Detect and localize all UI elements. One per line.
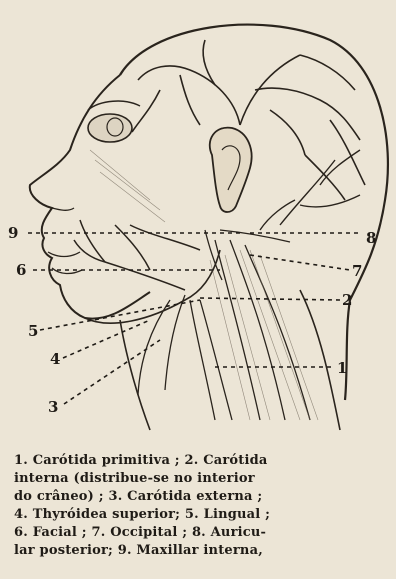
callout-9: 9: [8, 224, 18, 242]
head-outline: [120, 25, 388, 400]
callout-6: 6: [16, 261, 26, 279]
caption-line: interna (distribue-se no interior: [14, 470, 386, 488]
caption-line: lar posterior; 9. Maxillar interna,: [14, 542, 386, 560]
caption-line: 6. Facial ; 7. Occipital ; 8. Auricu-: [14, 524, 386, 542]
callout-3: 3: [48, 398, 58, 416]
jaw-line: [85, 250, 220, 323]
callout-2: 2: [342, 291, 352, 309]
figure-caption: 1. Carótida primitiva ; 2. Carótida inte…: [14, 452, 386, 576]
callout-4: 4: [50, 350, 60, 368]
facial-arteries: [74, 220, 200, 290]
eye: [88, 114, 132, 142]
callout-1: 1: [337, 359, 347, 377]
occipital-arteries: [260, 150, 360, 230]
scalp-arteries: [132, 40, 365, 200]
neck-vessels: [138, 230, 310, 420]
ear: [210, 128, 252, 212]
caption-line: 1. Carótida primitiva ; 2. Carótida: [14, 452, 386, 470]
caption-line: do crâneo) ; 3. Carótida externa ;: [14, 488, 386, 506]
callout-8: 8: [366, 229, 376, 247]
callout-5: 5: [28, 322, 38, 340]
caption-line: 4. Thyróidea superior; 5. Lingual ;: [14, 506, 386, 524]
neck-front: [120, 320, 150, 430]
callout-7: 7: [352, 262, 362, 280]
head-arteries-illustration: 9 6 5 4 3 8 7 2 1: [0, 0, 396, 440]
illustration-svg: 9 6 5 4 3 8 7 2 1: [0, 0, 396, 440]
callouts: 9 6 5 4 3 8 7 2 1: [8, 224, 376, 416]
